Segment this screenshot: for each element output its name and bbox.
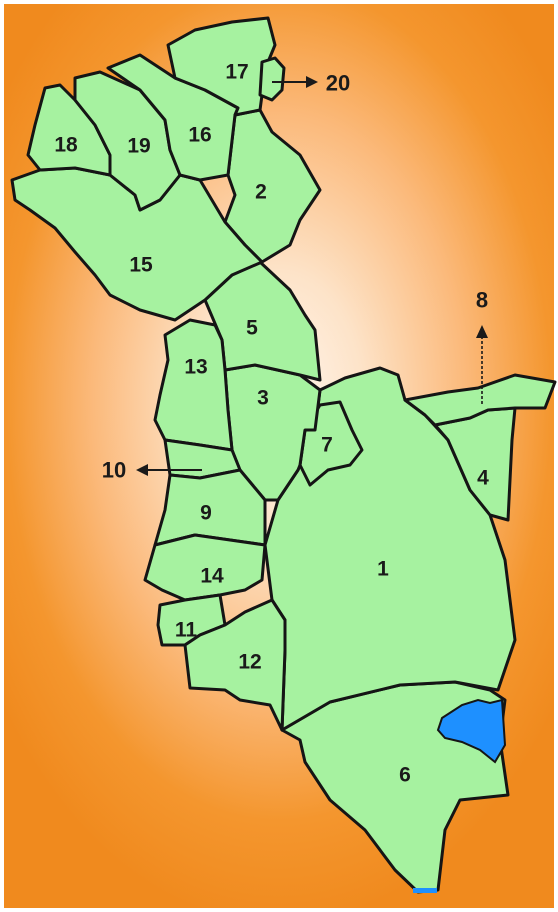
- label-20: 20: [326, 71, 350, 96]
- region-12[interactable]: [183, 598, 287, 732]
- label-1: 1: [377, 558, 389, 581]
- label-17: 17: [225, 61, 248, 84]
- region-20[interactable]: [258, 56, 286, 102]
- label-16: 16: [188, 124, 211, 147]
- label-4: 4: [477, 467, 489, 490]
- region-13[interactable]: [153, 318, 234, 452]
- label-10: 10: [102, 458, 126, 483]
- label-12: 12: [238, 651, 261, 674]
- label-13: 13: [184, 356, 207, 379]
- label-3: 3: [257, 387, 269, 410]
- label-8: 8: [476, 288, 488, 313]
- label-5: 5: [246, 317, 258, 340]
- pointer-arrows: [136, 76, 488, 476]
- region-shapes: [10, 16, 557, 894]
- label-15: 15: [129, 254, 153, 277]
- label-6: 6: [399, 764, 411, 787]
- region-8[interactable]: [403, 373, 557, 427]
- label-18: 18: [54, 134, 78, 157]
- label-2: 2: [255, 181, 267, 204]
- region-labels: 1 2 3 4 5 6 7 8 9 10 11 12 13 14 15 16 1…: [54, 61, 489, 787]
- label-7: 7: [321, 434, 333, 457]
- region-2[interactable]: [223, 108, 322, 264]
- water-edge: [413, 888, 437, 893]
- label-11: 11: [175, 619, 198, 642]
- lake: [436, 698, 507, 764]
- label-19: 19: [127, 135, 150, 158]
- label-9: 9: [200, 502, 212, 525]
- region-14[interactable]: [143, 533, 267, 602]
- label-14: 14: [200, 565, 224, 588]
